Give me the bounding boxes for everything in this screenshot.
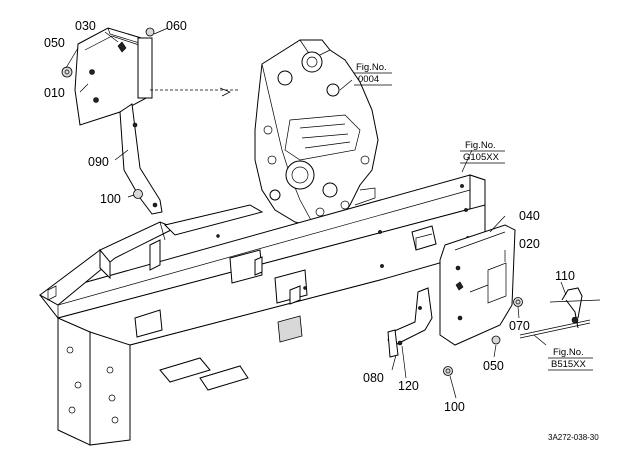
fig-ref-1-number: 0004 (358, 74, 379, 85)
label-030: 030 (75, 19, 96, 33)
figure-references: Fig.No. 0004 Fig.No. G105XX Fig.No. B515… (354, 62, 593, 371)
bolt-060 (145, 27, 155, 37)
label-100-lower: 100 (444, 400, 465, 414)
fig-ref-3-number: B515XX (551, 359, 587, 370)
fig-ref-2-title: Fig.No. (465, 140, 496, 151)
label-020: 020 (519, 237, 540, 251)
label-080: 080 (363, 371, 384, 385)
bolt-100-upper (133, 189, 143, 199)
label-050-lower: 050 (483, 359, 504, 373)
fig-ref-2-number: G105XX (463, 152, 500, 163)
bolt-100-lower (443, 366, 453, 376)
part-labels: 030 060 050 010 090 100 040 020 110 070 … (44, 19, 575, 414)
upper-bracket-plate (74, 27, 163, 215)
fig-ref-1-title: Fig.No. (356, 62, 387, 73)
label-120: 120 (398, 379, 419, 393)
engine-gear-case (254, 39, 379, 229)
bolt-050-lower (491, 335, 501, 345)
main-frame (39, 174, 486, 446)
clip-110 (549, 287, 601, 329)
side-cover-plate (439, 224, 516, 346)
lower-bracket (387, 287, 433, 358)
label-040: 040 (519, 209, 540, 223)
drawing-code: 3A272-038-30 (548, 433, 599, 442)
label-100-upper: 100 (100, 192, 121, 206)
label-010: 010 (44, 86, 65, 100)
label-050-upper: 050 (44, 36, 65, 50)
label-110: 110 (555, 269, 575, 283)
label-070: 070 (509, 319, 530, 333)
fig-ref-3-title: Fig.No. (553, 347, 584, 358)
label-060: 060 (166, 19, 187, 33)
label-090: 090 (88, 155, 109, 169)
nut-050-upper (61, 66, 73, 78)
leader-lines (65, 27, 567, 399)
pin-rod (519, 319, 591, 339)
nut-070 (513, 297, 523, 307)
